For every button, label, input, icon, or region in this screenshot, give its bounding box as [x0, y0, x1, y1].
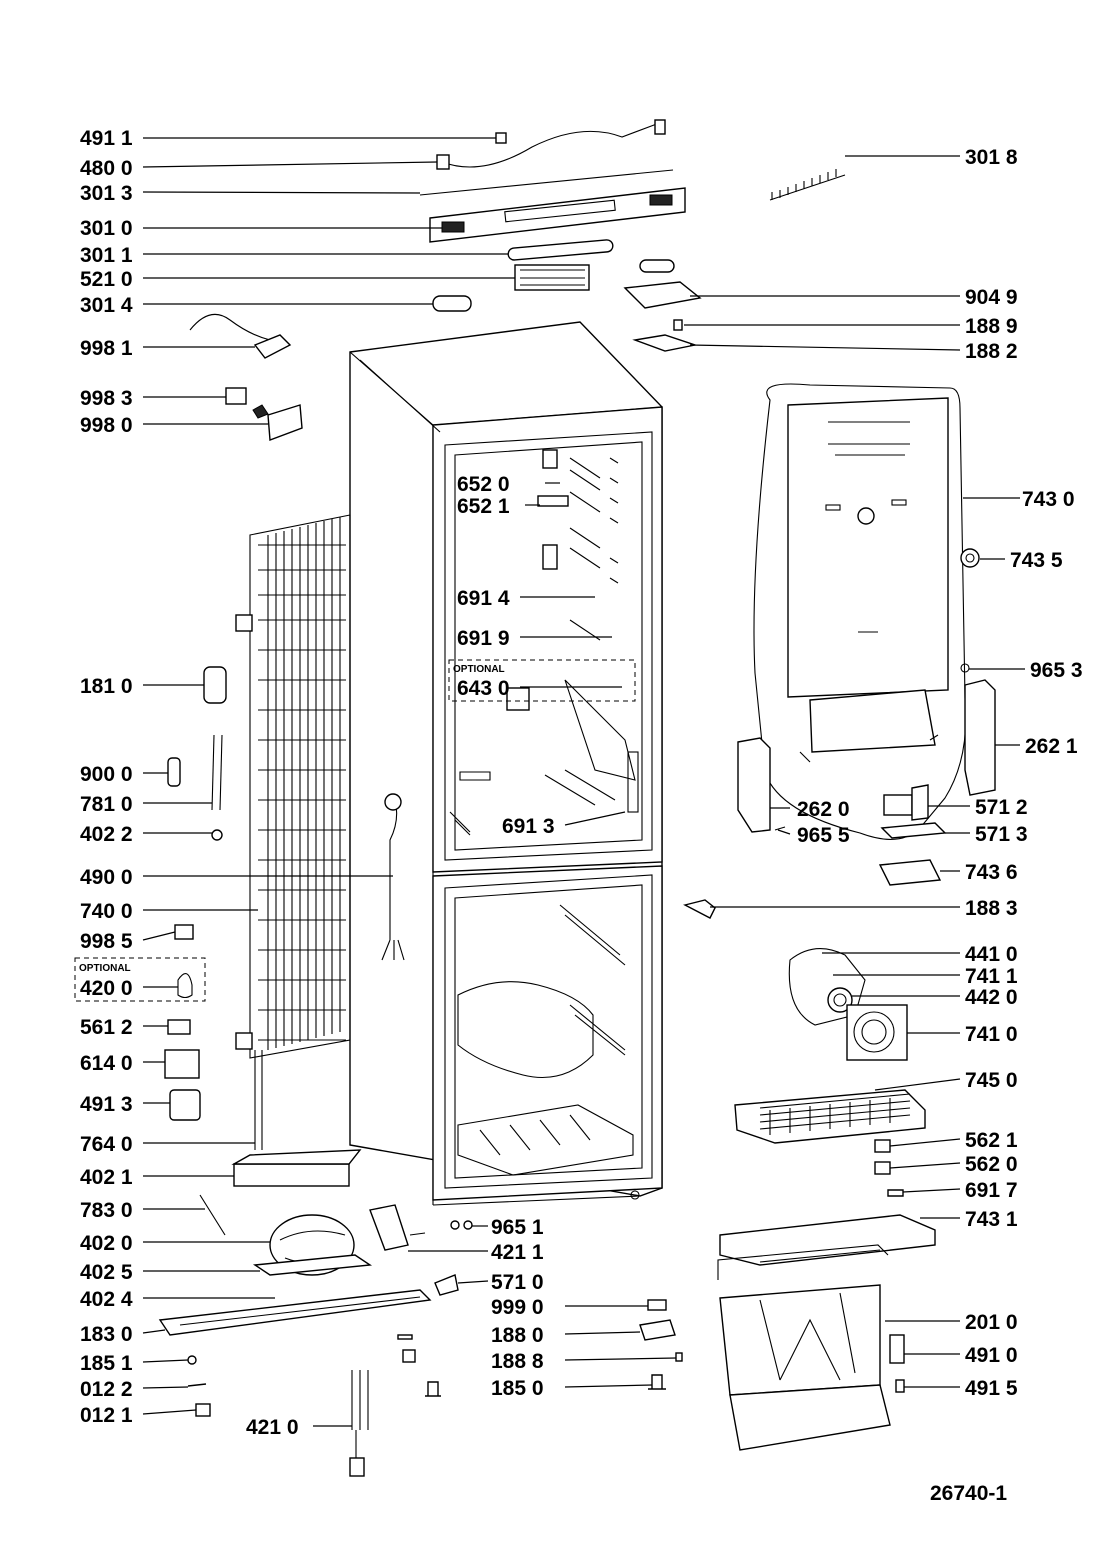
callout-012-1: 012 1 [80, 1404, 133, 1427]
drawing-number: 26740-1 [930, 1482, 1007, 1505]
evaporator-cover [683, 383, 996, 919]
callout-614-0: 614 0 [80, 1052, 133, 1075]
callout-201-0: 201 0 [965, 1311, 1018, 1334]
fan-and-evaporator [717, 948, 936, 1451]
callout-301-8: 301 8 [965, 146, 1018, 169]
callout-652-0: 652 0 [457, 473, 510, 496]
callout-402-1: 402 1 [80, 1166, 133, 1189]
callout-999-0: 999 0 [491, 1296, 544, 1319]
callout-labels: 491 1 480 0 301 3 301 0 301 1 521 0 301 … [80, 127, 1083, 1439]
callout-402-2: 402 2 [80, 823, 133, 846]
cabinet [349, 321, 663, 1206]
callout-691-9: 691 9 [457, 627, 510, 650]
callout-571-0: 571 0 [491, 1271, 544, 1294]
callout-652-1: 652 1 [457, 495, 510, 518]
callout-998-5: 998 5 [80, 930, 133, 953]
callout-420-0: 420 0 [80, 977, 133, 1000]
callout-571-2: 571 2 [975, 796, 1028, 819]
callout-743-5: 743 5 [1010, 549, 1063, 572]
callout-965-1: 965 1 [491, 1216, 544, 1239]
callout-691-4: 691 4 [457, 587, 510, 610]
callout-764-0: 764 0 [80, 1133, 133, 1156]
callout-998-1: 998 1 [80, 337, 133, 360]
callout-998-3: 998 3 [80, 387, 133, 410]
callout-691-7: 691 7 [965, 1179, 1018, 1202]
callout-741-1: 741 1 [965, 965, 1018, 988]
callout-491-1: 491 1 [80, 127, 133, 150]
callout-181-0: 181 0 [80, 675, 133, 698]
condenser-coil [235, 514, 351, 1150]
callout-904-9: 904 9 [965, 286, 1018, 309]
callout-741-0: 741 0 [965, 1023, 1018, 1046]
callout-490-0: 490 0 [80, 866, 133, 889]
callout-301-0: 301 0 [80, 217, 133, 240]
callout-783-0: 783 0 [80, 1199, 133, 1222]
callout-571-3: 571 3 [975, 823, 1028, 846]
top-parts [189, 119, 846, 441]
callout-743-6: 743 6 [965, 861, 1018, 884]
callout-012-2: 012 2 [80, 1378, 133, 1401]
leader-lines [142, 137, 1025, 1427]
callout-743-0: 743 0 [1022, 488, 1075, 511]
optional-label-420: OPTIONAL [79, 963, 131, 974]
callout-965-3: 965 3 [1030, 659, 1083, 682]
callout-491-5: 491 5 [965, 1377, 1018, 1400]
callout-301-4: 301 4 [80, 294, 133, 317]
callout-183-0: 183 0 [80, 1323, 133, 1346]
optional-label-643: OPTIONAL [453, 664, 505, 675]
callout-185-1: 185 1 [80, 1352, 133, 1375]
callout-740-0: 740 0 [80, 900, 133, 923]
callout-188-2: 188 2 [965, 340, 1018, 363]
callout-491-0: 491 0 [965, 1344, 1018, 1367]
callout-561-2: 561 2 [80, 1016, 133, 1039]
callout-691-3: 691 3 [502, 815, 555, 838]
callout-262-1: 262 1 [1025, 735, 1078, 758]
callout-188-0: 188 0 [491, 1324, 544, 1347]
callout-262-0: 262 0 [797, 798, 850, 821]
callout-301-3: 301 3 [80, 182, 133, 205]
callout-562-0: 562 0 [965, 1153, 1018, 1176]
callout-441-0: 441 0 [965, 943, 1018, 966]
callout-185-0: 185 0 [491, 1377, 544, 1400]
callout-188-3: 188 3 [965, 897, 1018, 920]
callout-781-0: 781 0 [80, 793, 133, 816]
left-parts [158, 666, 683, 1477]
callout-998-0: 998 0 [80, 414, 133, 437]
callout-743-1: 743 1 [965, 1208, 1018, 1231]
callout-301-1: 301 1 [80, 244, 133, 267]
callout-188-9: 188 9 [965, 315, 1018, 338]
callout-491-3: 491 3 [80, 1093, 133, 1116]
callout-480-0: 480 0 [80, 157, 133, 180]
callout-188-8: 188 8 [491, 1350, 544, 1373]
callout-745-0: 745 0 [965, 1069, 1018, 1092]
optional-box-643 [448, 659, 636, 702]
callout-402-5: 402 5 [80, 1261, 133, 1284]
callout-402-4: 402 4 [80, 1288, 133, 1311]
callout-562-1: 562 1 [965, 1129, 1018, 1152]
callout-900-0: 900 0 [80, 763, 133, 786]
callout-643-0: 643 0 [457, 677, 510, 700]
callout-402-0: 402 0 [80, 1232, 133, 1255]
optional-box-420 [74, 957, 206, 1002]
callout-421-1: 421 1 [491, 1241, 544, 1264]
callout-521-0: 521 0 [80, 268, 133, 291]
callout-965-5: 965 5 [797, 824, 850, 847]
callout-442-0: 442 0 [965, 986, 1018, 1009]
callout-421-0: 421 0 [246, 1416, 299, 1439]
